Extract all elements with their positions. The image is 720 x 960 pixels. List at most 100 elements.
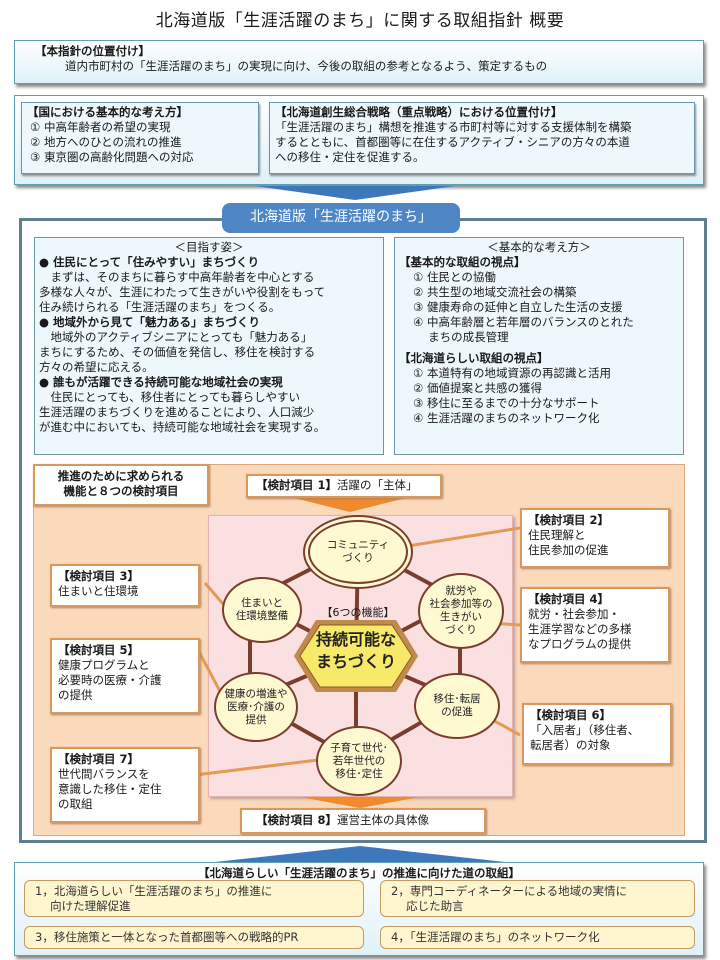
basic-approach-box: ＜基本的な考え方＞ 【基本的な取組の視点】 ① 住民との協働 ② 共生型の地域交… (394, 237, 684, 455)
initiative-item-1: 1，北海道らしい「生涯活躍のまち」の推進に 向けた理解促進 (24, 880, 364, 917)
hokkaido-view-item: ④ 生涯活躍のまちのネットワーク化 (413, 411, 600, 425)
vision-line: 生涯活躍のまちづくりを進めることにより、人口減少 (39, 405, 315, 419)
hub-center-text: 持続可能な まちづくり (300, 629, 412, 673)
item-body: 必要時の医療・介護 (58, 673, 162, 687)
item-body: 転居者）の対象 (530, 738, 611, 752)
vision-line: 住み続けられる「生涯活躍のまち」をつくる。 (39, 300, 281, 314)
function-employment-purpose: 就労や 社会参加等の 生きがい づくり (418, 573, 504, 649)
item-body: 健康プログラムと (58, 658, 150, 672)
functions-label-line: 機能と８つの検討項目 (63, 484, 179, 498)
functions-label-line: 推進のために求められる (57, 469, 185, 483)
national-approach-heading: 【国における基本的な考え方】 (27, 105, 188, 119)
item-body: 住民理解と (528, 528, 586, 542)
function-label-line: づくり (445, 624, 477, 636)
item-body: 就労・社会参加・ (528, 607, 620, 621)
national-item: ① 中高年齢者の希望の実現 (30, 120, 171, 134)
item-body: 世代間バランスを (58, 767, 150, 781)
hokkaido-view-item: ① 本道特有の地域資源の再認識と活用 (413, 366, 611, 380)
basic-view-item: まちの成長管理 (413, 330, 509, 344)
function-label-line: 就労や (445, 585, 477, 597)
basic-approach-heading: ＜基本的な考え方＞ (487, 240, 591, 254)
vision-section-title: ● 地域外から見て「魅力ある」まちづくり (39, 315, 261, 329)
vision-box: ＜目指す姿＞ ● 住民にとって「住みやすい」まちづくり まずは、そのまちに暮らす… (34, 237, 384, 455)
consideration-item-4: 【検討項目 4】 就労・社会参加・ 生涯学習などの多様 なプログラムの提供 (520, 587, 670, 663)
six-functions-caption: 【6つの機能】 (321, 606, 395, 619)
hub-center-line: まちづくり (315, 652, 396, 671)
function-housing-environment: 住まいと 住環境整備 (222, 577, 302, 643)
function-label-line: づくり (342, 552, 374, 564)
item-heading: 【検討項目 3】 (58, 569, 140, 583)
positioning-panel: 【本指針の位置付け】 道内市町村の「生涯活躍のまち」の実現に向け、今後の取組の参… (14, 40, 704, 84)
vision-section-title: ● 誰もが活躍できる持続可能な地域社会の実現 (39, 375, 283, 389)
consideration-item-6: 【検討項目 6】 「入居者」（移住者、 転居者）の対象 (522, 703, 672, 765)
initiative-item-2: 2，専門コーディネーターによる地域の実情に 応じた助言 (380, 880, 695, 917)
item-heading: 【検討項目 4】 (528, 592, 610, 606)
consideration-item-3: 【検討項目 3】 住まいと住環境 (50, 564, 200, 607)
page-title: 北海道版「生涯活躍のまち」に関する取組指針 概要 (155, 11, 565, 31)
hokkaido-view-item: ③ 移住に至るまでの十分なサポート (413, 396, 600, 410)
vision-line: 多様な人々が、生涯にわたって生きがいや役割をもって (39, 285, 326, 299)
initiative-item-4: 4，「生涯活躍のまち」のネットワーク化 (380, 926, 695, 949)
function-label-line: 健康の増進や (224, 687, 288, 700)
function-label-line: 若年世代の (332, 754, 386, 767)
function-label-line: 移住･転居 (433, 693, 481, 705)
vision-line: 地域外のアクティブシニアにとっても「魅力ある」 (39, 330, 313, 344)
item-heading: 【検討項目 8】 (256, 813, 338, 827)
basis-panel: 【国における基本的な考え方】 ① 中高年齢者の希望の実現 ② 地方へのひとの流れ… (14, 95, 704, 185)
item-heading: 【検討項目 6】 (530, 708, 612, 722)
function-health-medical-care: 健康の増進や 医療･介護の 提供 (214, 672, 298, 742)
initiative-line: 2，専門コーディネーターによる地域の実情に (391, 884, 628, 898)
basic-view-item: ④ 中高年齢層と若年層のバランスのとれた (413, 315, 634, 329)
vision-line: が進む中においても、持続可能な地域社会を実現する。 (39, 420, 326, 434)
vision-section-title: ● 住民にとって「住みやすい」まちづくり (39, 255, 260, 269)
hub-center-line: 持続可能な (315, 630, 396, 649)
orange-arrow-icon (290, 497, 410, 512)
functions-section-label: 推進のために求められる 機能と８つの検討項目 (33, 464, 209, 506)
hokkaido-view-item: ② 価値提案と共感の獲得 (413, 381, 542, 395)
function-label-line: の促進 (441, 706, 473, 718)
national-approach-box: 【国における基本的な考え方】 ① 中高年齢者の希望の実現 ② 地方へのひとの流れ… (21, 102, 259, 174)
consideration-item-2: 【検討項目 2】 住民理解と 住民参加の促進 (520, 508, 670, 568)
item-body: 意識した移住・定住 (58, 782, 162, 796)
item-body: 生涯学習などの多様 (528, 622, 632, 636)
consideration-item-1: 【検討項目 1】活躍の「主体」 (246, 474, 442, 498)
vision-line: まちにするため、その価値を発信し、移住を検討する (39, 345, 316, 359)
positioning-body: 道内市町村の「生涯活躍のまち」の実現に向け、今後の取組の参考となるよう、策定する… (65, 59, 548, 73)
positioning-heading: 【本指針の位置付け】 (35, 44, 150, 58)
hokkaido-view-title: 【北海道らしい取組の視点】 (399, 351, 549, 365)
national-item: ② 地方へのひとの流れの推進 (30, 135, 182, 149)
initiative-line: 4，「生涯活躍のまち」のネットワーク化 (391, 930, 600, 944)
initiative-line: 3，移住施策と一体となった首都圏等への戦略的PR (35, 930, 299, 944)
hokkaido-strategy-box: 【北海道創生総合戦略（重点戦略）における位置付け】 「生涯活躍のまち」構想を推進… (269, 102, 695, 174)
basic-view-item: ① 住民との協働 (413, 270, 496, 284)
function-label-line: 提供 (245, 713, 267, 726)
item-body: 活躍の「主体」 (337, 478, 418, 492)
hokkaido-strategy-heading: 【北海道創生総合戦略（重点戦略）における位置付け】 (275, 105, 563, 119)
hokkaido-strategy-line: への移住・定住を促進する。 (275, 150, 425, 164)
initiatives-heading: 【北海道らしい「生涯活躍のまち」の推進に向けた道の取組】 (198, 866, 520, 880)
initiative-line: 応じた助言 (391, 899, 464, 913)
function-label-line: 移住･定住 (335, 767, 383, 780)
national-item: ③ 東京圏の高齢化問題への対応 (30, 150, 194, 164)
item-body: 運営主体の具体像 (337, 813, 430, 827)
consideration-item-5: 【検討項目 5】 健康プログラムと 必要時の医療・介護 の提供 (50, 638, 200, 714)
initiative-item-3: 3，移住施策と一体となった首都圏等への戦略的PR (24, 926, 364, 949)
vision-line: まずは、そのまちに暮らす中高年齢者を中心とする (39, 270, 315, 284)
function-label-line: コミュニティ (326, 539, 390, 551)
item-body: の取組 (58, 797, 93, 811)
function-label-line: 子育て世代･ (330, 741, 388, 754)
consideration-item-8: 【検討項目 8】運営主体の具体像 (240, 808, 486, 834)
function-label-line: 住環境整備 (235, 610, 289, 622)
item-body: の提供 (58, 688, 93, 702)
initiative-line: 1，北海道らしい「生涯活躍のまち」の推進に (35, 884, 273, 898)
hokkaido-strategy-line: 「生涯活躍のまち」構想を推進する市町村等に対する支援体制を構築 (275, 120, 632, 134)
orange-arrow-icon (300, 797, 420, 808)
function-relocation-promotion: 移住･転居 の促進 (414, 673, 500, 739)
function-label-line: 医療･介護の (227, 700, 285, 713)
vision-line: 住民にとっても、移住者にとっても暮らしやすい (39, 390, 301, 404)
initiative-line: 向けた理解促進 (35, 899, 131, 913)
item-heading: 【検討項目 5】 (58, 643, 140, 657)
item-body: なプログラムの提供 (528, 637, 632, 651)
vision-heading: ＜目指す姿＞ (174, 240, 244, 254)
item-heading: 【検討項目 7】 (58, 752, 140, 766)
